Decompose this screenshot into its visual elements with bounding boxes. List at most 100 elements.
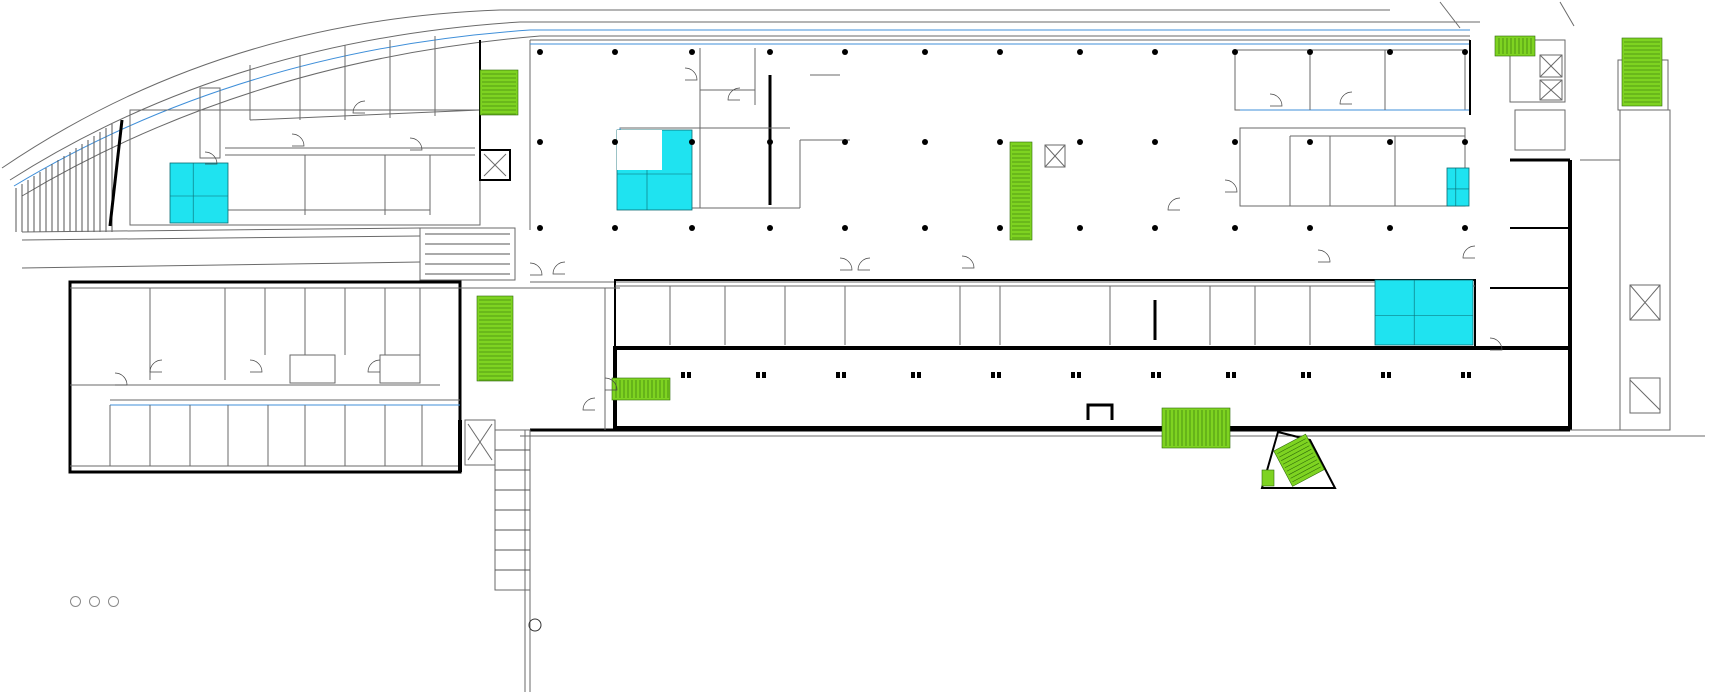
column-icon	[612, 139, 618, 145]
circle-icon[interactable]	[89, 596, 100, 607]
door-swing-icons	[114, 67, 1503, 411]
column-icon	[1071, 372, 1075, 378]
column-icon	[842, 49, 848, 55]
column-icon	[1077, 372, 1081, 378]
column-icon	[756, 372, 760, 378]
wet-room	[1446, 167, 1470, 207]
column-icon	[842, 372, 846, 378]
column-icon	[762, 372, 766, 378]
column-icon	[1307, 372, 1311, 378]
column-icon	[836, 372, 840, 378]
wet-rooms	[169, 129, 1474, 346]
column-icon	[997, 49, 1003, 55]
central-hall	[530, 39, 1471, 283]
door-swing-icon	[582, 397, 596, 411]
column-icon	[1232, 225, 1238, 231]
column-icon	[922, 49, 928, 55]
door-swing-icon	[114, 372, 128, 386]
door-swing-icon	[684, 67, 698, 81]
rotated-stair-outline	[1260, 430, 1337, 489]
column-icon	[1232, 372, 1236, 378]
stair	[1009, 141, 1033, 241]
column-icon	[537, 49, 543, 55]
column-icon	[1226, 372, 1230, 378]
column-icon	[767, 49, 773, 55]
north-west-wing	[129, 36, 531, 230]
stair	[1161, 407, 1231, 449]
door-swing-icon	[604, 377, 618, 391]
stair	[1261, 469, 1275, 487]
circle-icon[interactable]	[108, 596, 119, 607]
column-icon	[767, 225, 773, 231]
column-icon	[1232, 139, 1238, 145]
door-swing-icon	[1489, 337, 1503, 351]
door-swing-icon	[149, 359, 163, 373]
column-icon	[997, 225, 1003, 231]
column-icon	[537, 225, 543, 231]
column-icon	[842, 225, 848, 231]
column-icon	[1307, 225, 1313, 231]
column-icon	[537, 139, 543, 145]
column-icon	[1077, 49, 1083, 55]
stair	[1621, 37, 1663, 107]
column-icon	[922, 139, 928, 145]
column-icon	[997, 372, 1001, 378]
column-icon	[1152, 139, 1158, 145]
door-swing-icon	[1269, 93, 1283, 107]
door-swing-icon	[552, 261, 566, 275]
column-icon	[687, 372, 691, 378]
column-icon	[1462, 49, 1468, 55]
column-icon	[1077, 225, 1083, 231]
column-icon	[991, 372, 995, 378]
wet-room	[169, 162, 229, 224]
door-swing-icon	[1167, 197, 1181, 211]
door-swing-icon	[529, 262, 543, 276]
door-swing-icon	[1339, 91, 1353, 105]
stairs	[476, 35, 1663, 487]
wet-room	[1374, 279, 1474, 346]
column-icon	[1387, 225, 1393, 231]
column-icon	[911, 372, 915, 378]
column-icon	[1307, 49, 1313, 55]
door-swing-icon	[961, 255, 975, 269]
door-swing-icon	[249, 359, 263, 373]
stair	[476, 295, 514, 382]
column-icon	[1462, 139, 1468, 145]
column-icon	[922, 225, 928, 231]
column-icon	[1462, 225, 1468, 231]
door-swing-icon	[1462, 245, 1476, 259]
middle-office-row	[614, 279, 1476, 349]
column-icon	[1387, 372, 1391, 378]
column-icon	[1387, 49, 1393, 55]
column-icon	[1307, 139, 1313, 145]
column-icon	[1387, 139, 1393, 145]
column-icon	[917, 372, 921, 378]
column-icon	[689, 225, 695, 231]
column-icon	[689, 139, 695, 145]
door-swing-icon	[352, 100, 366, 114]
column-icon	[1461, 372, 1465, 378]
stair	[1273, 433, 1325, 487]
column-icon	[842, 139, 848, 145]
door-swing-icon	[839, 257, 853, 271]
column-icon	[997, 139, 1003, 145]
south-west-wing	[68, 227, 620, 692]
stair	[611, 377, 671, 401]
page-indicator-dots[interactable]	[70, 596, 119, 607]
circle-icon[interactable]	[70, 596, 81, 607]
column-icon	[1381, 372, 1385, 378]
south-corridor	[520, 39, 1705, 437]
column-icon	[1157, 372, 1161, 378]
column-icon	[689, 49, 695, 55]
door-swing-icon	[857, 257, 871, 271]
door-swing-icon	[1317, 249, 1331, 263]
stair	[1494, 35, 1536, 57]
stair	[479, 69, 519, 116]
column-icon	[767, 139, 773, 145]
column-icon	[1232, 49, 1238, 55]
door-swing-icon	[291, 133, 305, 147]
column-icon	[612, 225, 618, 231]
column-icon	[1077, 139, 1083, 145]
door-swing-icon	[367, 359, 381, 373]
structural-columns	[537, 49, 1471, 378]
